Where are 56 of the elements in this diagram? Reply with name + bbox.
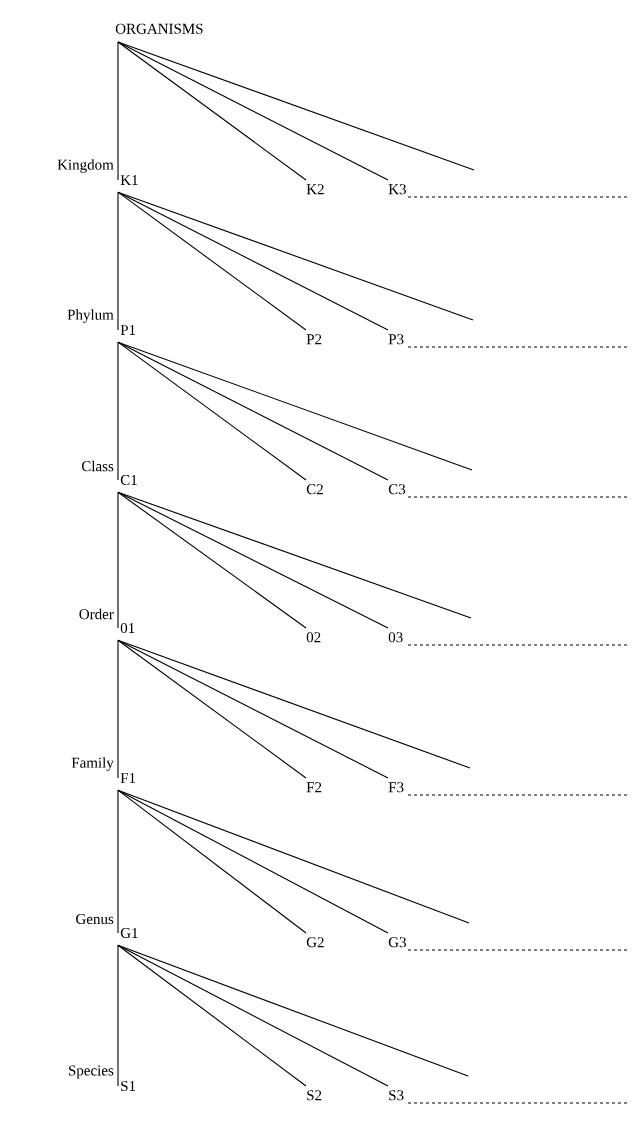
branch-line bbox=[117, 639, 389, 779]
branch-line bbox=[117, 191, 307, 331]
taxon-label: K3 bbox=[388, 184, 406, 195]
taxon-label: K2 bbox=[306, 184, 324, 195]
taxon-label: P2 bbox=[306, 334, 322, 345]
rank-label: Genus bbox=[76, 914, 114, 925]
branch-line bbox=[117, 341, 473, 471]
taxon-label: 03 bbox=[388, 632, 403, 643]
taxon-label: G3 bbox=[388, 937, 406, 948]
branch-line bbox=[117, 789, 470, 924]
taxon-label: K1 bbox=[120, 175, 138, 185]
branch-line bbox=[117, 191, 474, 321]
branch-line bbox=[117, 491, 472, 619]
taxon-label: S1 bbox=[121, 1081, 136, 1092]
taxon-label: C2 bbox=[306, 484, 323, 495]
rank-label: Family bbox=[71, 757, 114, 771]
taxon-label: P1 bbox=[120, 325, 136, 335]
taxon-label: 01 bbox=[120, 622, 135, 634]
branch-line bbox=[117, 491, 389, 629]
branch-line bbox=[117, 944, 307, 1087]
branch-line bbox=[117, 944, 469, 1077]
taxon-label: P3 bbox=[388, 334, 404, 345]
taxon-label: F3 bbox=[388, 782, 404, 793]
branch-line bbox=[117, 789, 119, 934]
branch-line bbox=[117, 639, 471, 769]
taxon-label: 02 bbox=[306, 632, 321, 643]
branch-line bbox=[117, 789, 389, 934]
branch-line bbox=[117, 191, 119, 331]
taxon-label: G1 bbox=[120, 928, 138, 939]
branch-line bbox=[117, 491, 307, 629]
branch-line bbox=[117, 639, 307, 779]
branch-line bbox=[117, 944, 389, 1087]
taxon-label: F2 bbox=[306, 782, 322, 793]
branch-line bbox=[117, 944, 119, 1087]
branch-line bbox=[117, 639, 119, 779]
taxon-label: S2 bbox=[307, 1090, 322, 1101]
rank-label: Kingdom bbox=[57, 159, 114, 173]
branch-line bbox=[117, 41, 119, 181]
title-label: ORGANISMS bbox=[115, 23, 203, 34]
branch-line bbox=[117, 341, 307, 481]
taxon-label: C1 bbox=[120, 474, 137, 486]
branch-line bbox=[117, 41, 475, 171]
branch-line bbox=[117, 789, 307, 934]
rank-label: Phylum bbox=[67, 309, 114, 323]
rank-label: Order bbox=[79, 608, 114, 620]
branch-line bbox=[117, 191, 389, 331]
taxon-label: C3 bbox=[388, 484, 406, 495]
branch-line bbox=[117, 341, 119, 481]
rank-label: Species bbox=[69, 1065, 114, 1079]
rank-label: Class bbox=[81, 460, 114, 472]
branch-line bbox=[117, 41, 307, 181]
branch-line bbox=[117, 491, 119, 629]
taxon-label: G2 bbox=[306, 937, 324, 948]
branch-line bbox=[117, 341, 389, 481]
taxon-label: F1 bbox=[120, 773, 136, 783]
taxon-label: S3 bbox=[389, 1090, 404, 1101]
